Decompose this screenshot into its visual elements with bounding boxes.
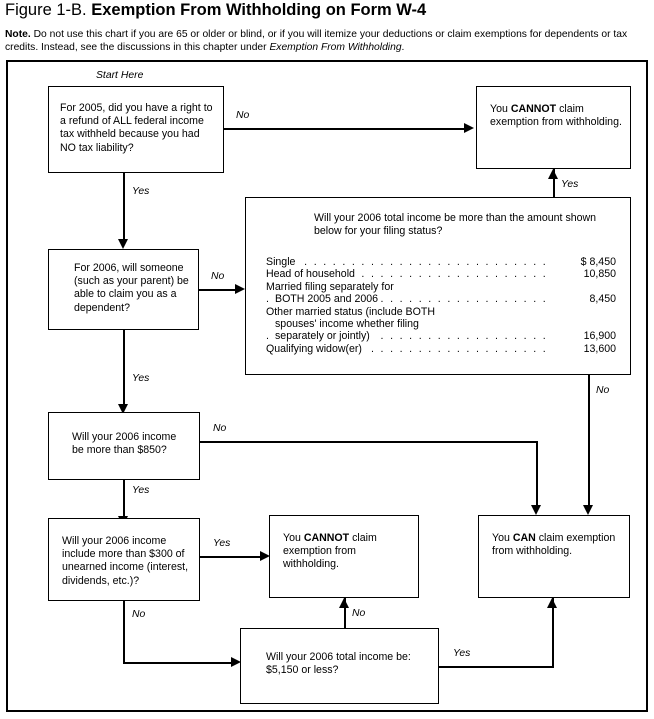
figure-title-text: Exemption From Withholding on Form W-4 — [91, 1, 427, 19]
question-box-income-850-text: Will your 2006 income be more than $850? — [72, 431, 177, 457]
edge-label-q2-no: No — [210, 271, 226, 282]
edge-label-table-yes: Yes — [560, 179, 580, 190]
income-threshold-amount: 10,850 — [579, 268, 616, 281]
edge-label-q5-no: No — [351, 608, 367, 619]
edge-q4-no-arrowhead — [231, 657, 241, 667]
cannot-bottom-post: claim exemption from withholding. — [283, 532, 377, 571]
income-threshold-row: Other married status (include BOTH — [266, 305, 616, 318]
edge-q3-no-vline — [536, 441, 538, 507]
income-threshold-row: ........................................… — [266, 342, 616, 356]
edge-q3-no-arrowhead — [531, 505, 541, 515]
question-box-2005-refund-text: For 2005, did you have a right to a refu… — [60, 102, 213, 154]
note-body: Do not use this chart if you are 65 or o… — [5, 29, 628, 53]
outcome-box-can-text: You CAN claim exemption from withholding… — [492, 532, 622, 558]
income-threshold-label: Single — [266, 256, 299, 269]
chart-frame — [6, 60, 648, 712]
edge-q4-no-hline — [123, 662, 233, 664]
edge-q5-yes-hline — [439, 666, 554, 668]
edge-q5-no-arrowhead — [339, 598, 349, 608]
edge-q3-no-hline — [200, 441, 538, 443]
edge-q5-yes-arrowhead — [547, 598, 557, 608]
edge-label-q1-no: No — [235, 110, 251, 121]
income-threshold-row: ........................................… — [266, 256, 616, 269]
page-title: Figure 1-B. Exemption From Withholding o… — [5, 1, 649, 20]
question-box-income-850[interactable]: Will your 2006 income be more than $850? — [48, 412, 200, 480]
note-italic-reference: Exemption From Withholding — [269, 41, 402, 53]
note-label: Note. — [5, 29, 31, 40]
outcome-box-cannot-top[interactable]: You CANNOT claim exemption from withhold… — [476, 86, 631, 169]
edge-q2-no-line — [199, 289, 235, 291]
question-box-2005-refund[interactable]: For 2005, did you have a right to a refu… — [48, 86, 224, 173]
edge-q1-no-line — [224, 128, 464, 130]
can-strong: CAN — [512, 532, 536, 544]
income-threshold-table: ........................................… — [266, 256, 616, 356]
cannot-top-pre: You — [490, 103, 511, 115]
edge-q2-yes-arrowhead — [118, 404, 128, 414]
edge-q1-yes-arrowhead — [118, 239, 128, 249]
income-threshold-amount: 8,450 — [585, 293, 616, 306]
leader-dots: ........................................… — [266, 256, 550, 268]
note-tail: . — [401, 41, 405, 53]
figure-note: Note. Do not use this chart if you are 6… — [5, 29, 645, 54]
edge-q2-no-arrowhead — [235, 284, 245, 294]
question-box-dependent[interactable]: For 2006, will someone (such as your par… — [48, 249, 199, 330]
edge-label-q1-yes: Yes — [131, 186, 151, 197]
income-threshold-row: spouses' income whether filing — [266, 317, 616, 331]
income-threshold-amount: $ 8,450 — [576, 256, 616, 269]
income-threshold-row: ........................................… — [266, 268, 616, 281]
edge-label-q3-no: No — [212, 423, 228, 434]
income-threshold-row: ........................................… — [266, 330, 616, 343]
income-threshold-row: ........................................… — [266, 293, 616, 306]
edge-q1-no-arrowhead — [464, 123, 474, 133]
edge-label-table-no: No — [595, 385, 611, 396]
outcome-box-cannot-bottom[interactable]: You CANNOT claim exemption from withhold… — [269, 515, 419, 598]
edge-q5-yes-vline — [552, 598, 554, 666]
income-threshold-label: Head of household — [266, 268, 358, 281]
question-box-unearned-income-text: Will your 2006 income include more than … — [62, 535, 189, 587]
edge-q1-yes-line — [123, 173, 125, 241]
edge-label-q3-yes: Yes — [131, 485, 151, 496]
income-threshold-amount: 16,900 — [579, 330, 616, 343]
edge-q3-yes-line — [123, 480, 125, 518]
edge-q2-yes-line — [123, 330, 125, 406]
edge-table-yes-line — [553, 169, 555, 197]
can-post: claim exemption from withholding. — [492, 532, 616, 558]
question-box-total-income-5150[interactable]: Will your 2006 total income be: $5,150 o… — [240, 628, 439, 704]
edge-label-q4-yes: Yes — [212, 538, 232, 549]
income-threshold-label: Married filing separately for — [266, 280, 397, 294]
income-threshold-amount: 13,600 — [579, 342, 616, 356]
cannot-top-post: claim exemption from withholding. — [490, 103, 622, 129]
edge-label-q5-yes: Yes — [452, 648, 472, 659]
income-threshold-label: separately or jointly) — [275, 330, 373, 343]
income-threshold-label: spouses' income whether filing — [275, 317, 422, 331]
edge-label-q2-yes: Yes — [131, 373, 151, 384]
start-here-label: Start Here — [96, 70, 144, 81]
edge-label-q4-no: No — [131, 609, 147, 620]
edge-table-yes-arrowhead — [548, 169, 558, 179]
income-threshold-label: Qualifying widow(er) — [266, 342, 365, 356]
income-threshold-row: Married filing separately for — [266, 280, 616, 294]
cannot-bottom-pre: You — [283, 532, 304, 544]
income-threshold-box[interactable]: Will your 2006 total income be more than… — [245, 197, 631, 375]
outcome-box-can[interactable]: You CAN claim exemption from withholding… — [478, 515, 630, 598]
outcome-box-cannot-bottom-text: You CANNOT claim exemption from withhold… — [283, 532, 413, 572]
income-threshold-label: BOTH 2005 and 2006 — [275, 293, 382, 306]
edge-q4-no-vline — [123, 601, 125, 662]
question-box-total-income-5150-text: Will your 2006 total income be: $5,150 o… — [266, 651, 411, 677]
edge-q5-no-line — [344, 598, 346, 628]
edge-table-no-arrowhead — [583, 505, 593, 515]
cannot-top-strong: CANNOT — [510, 103, 557, 115]
edge-q4-yes-line — [200, 556, 260, 558]
outcome-box-cannot-top-text: You CANNOT claim exemption from withhold… — [490, 103, 622, 129]
income-threshold-question: Will your 2006 total income be more than… — [314, 212, 597, 238]
figure-number: Figure 1-B. — [5, 1, 87, 19]
edge-q4-yes-arrowhead — [260, 551, 270, 561]
edge-table-no-line — [588, 375, 590, 507]
can-pre: You — [492, 532, 513, 544]
cannot-bottom-strong: CANNOT — [303, 532, 350, 544]
income-threshold-label: Other married status (include BOTH — [266, 305, 438, 318]
question-box-unearned-income[interactable]: Will your 2006 income include more than … — [48, 518, 200, 601]
question-box-dependent-text: For 2006, will someone (such as your par… — [74, 262, 189, 314]
